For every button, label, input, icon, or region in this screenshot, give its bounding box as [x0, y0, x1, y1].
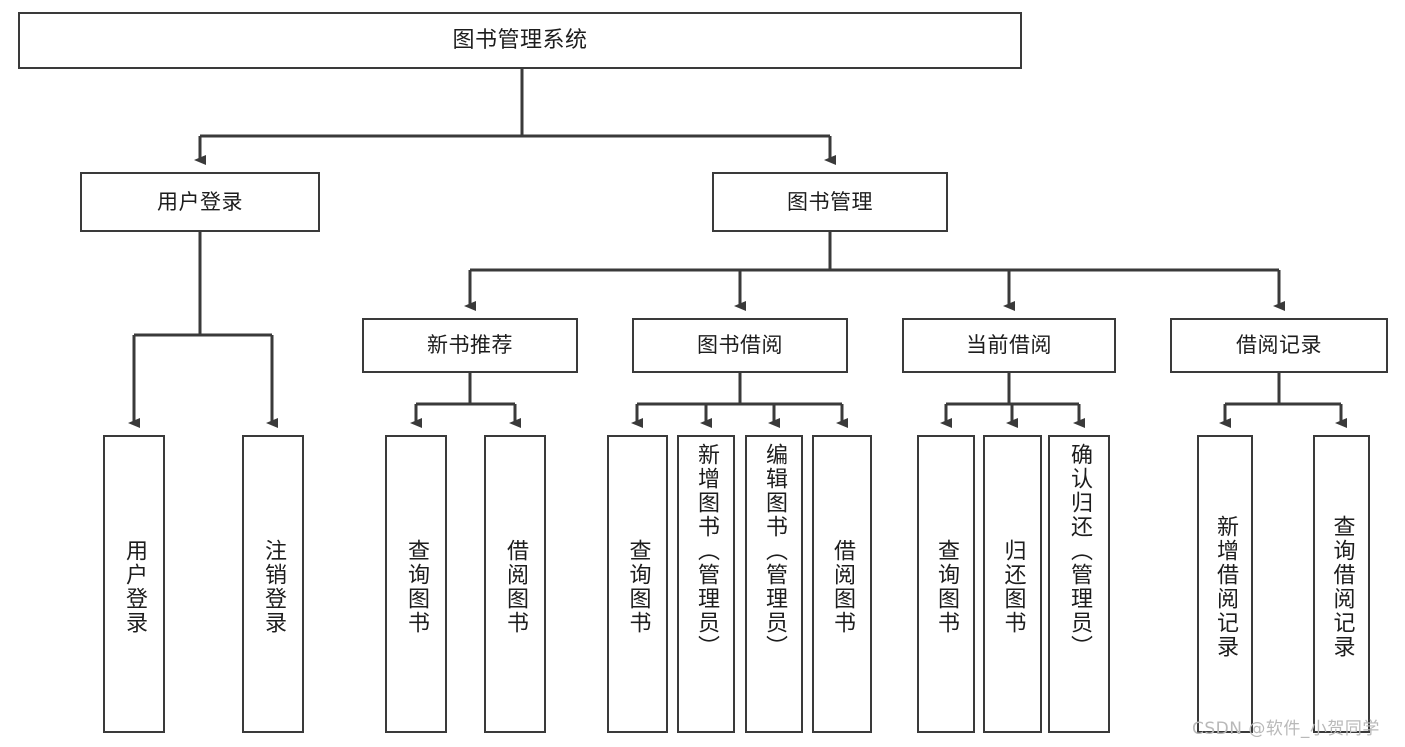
node-book-borrow-label: 图书借阅: [697, 333, 783, 358]
node-leaf-return-book[interactable]: 归还图书: [983, 435, 1042, 733]
node-leaf-confirm-return[interactable]: 确认归还（管理员）: [1048, 435, 1110, 733]
node-leaf-user-login[interactable]: 用户登录: [103, 435, 165, 733]
node-new-book-recommend[interactable]: 新书推荐: [362, 318, 578, 373]
node-current-borrow-label: 当前借阅: [966, 333, 1052, 358]
node-leaf-user-login-label: 用户登录: [122, 539, 147, 635]
node-leaf-logout[interactable]: 注销登录: [242, 435, 304, 733]
node-book-management[interactable]: 图书管理: [712, 172, 948, 232]
node-leaf-query-book-current[interactable]: 查询图书: [917, 435, 975, 733]
node-leaf-confirm-return-label: 确认归还（管理员）: [1067, 443, 1092, 659]
node-root-label: 图书管理系统: [452, 27, 588, 53]
node-leaf-borrow-book-recommend[interactable]: 借阅图书: [484, 435, 546, 733]
node-book-borrow[interactable]: 图书借阅: [632, 318, 848, 373]
node-user-login[interactable]: 用户登录: [80, 172, 320, 232]
node-leaf-borrow-book-label: 借阅图书: [830, 539, 855, 635]
node-leaf-logout-label: 注销登录: [261, 539, 286, 635]
node-leaf-query-record[interactable]: 查询借阅记录: [1313, 435, 1370, 733]
node-root[interactable]: 图书管理系统: [18, 12, 1022, 69]
node-leaf-add-record-label: 新增借阅记录: [1213, 515, 1238, 659]
node-leaf-return-book-label: 归还图书: [1000, 539, 1026, 635]
node-leaf-add-book-label: 新增图书（管理员）: [694, 443, 719, 659]
node-leaf-query-book-borrow[interactable]: 查询图书: [607, 435, 668, 733]
node-borrow-record-label: 借阅记录: [1236, 333, 1322, 358]
node-new-book-recommend-label: 新书推荐: [427, 333, 513, 358]
node-leaf-query-record-label: 查询借阅记录: [1329, 515, 1355, 659]
node-leaf-query-book-current-label: 查询图书: [934, 539, 959, 635]
node-book-management-label: 图书管理: [787, 189, 873, 214]
node-leaf-query-book-recommend-label: 查询图书: [404, 539, 429, 635]
node-leaf-query-book-borrow-label: 查询图书: [625, 539, 651, 635]
node-leaf-borrow-book-recommend-label: 借阅图书: [503, 539, 528, 635]
node-user-login-label: 用户登录: [157, 189, 243, 214]
node-leaf-add-book[interactable]: 新增图书（管理员）: [677, 435, 735, 733]
node-leaf-borrow-book[interactable]: 借阅图书: [812, 435, 872, 733]
node-leaf-edit-book-label: 编辑图书（管理员）: [762, 443, 787, 659]
node-borrow-record[interactable]: 借阅记录: [1170, 318, 1388, 373]
csdn-watermark: CSDN @软件_小贺同学: [1192, 719, 1380, 739]
node-leaf-query-book-recommend[interactable]: 查询图书: [385, 435, 447, 733]
node-leaf-edit-book[interactable]: 编辑图书（管理员）: [745, 435, 803, 733]
node-leaf-add-record[interactable]: 新增借阅记录: [1197, 435, 1253, 733]
node-current-borrow[interactable]: 当前借阅: [902, 318, 1116, 373]
